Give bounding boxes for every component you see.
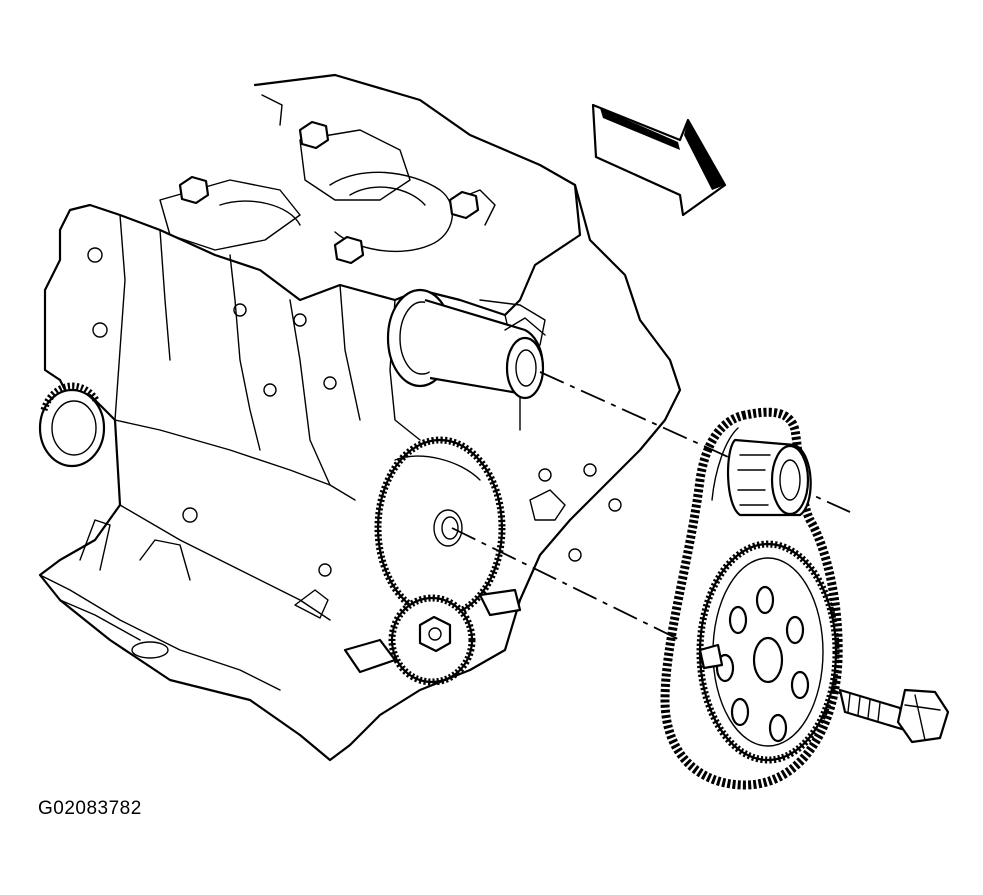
crankshaft-gear bbox=[374, 436, 506, 620]
figure-id-label: G02083782 bbox=[38, 798, 142, 819]
main-bearing-caps bbox=[159, 129, 496, 253]
rear-seal bbox=[38, 382, 106, 468]
crankshaft-sprocket bbox=[696, 540, 840, 764]
engine-block bbox=[38, 73, 682, 762]
block-face-holes bbox=[87, 247, 622, 619]
timing-chain-assembly bbox=[660, 407, 950, 790]
camshaft-sprocket-hub bbox=[727, 438, 812, 517]
bearing-cap-bolts bbox=[178, 94, 480, 265]
direction-arrow bbox=[591, 103, 727, 217]
sprocket-bolt bbox=[838, 688, 950, 744]
camshaft bbox=[386, 288, 546, 400]
oil-pump-drive bbox=[343, 588, 522, 686]
timing-chain bbox=[660, 407, 843, 790]
